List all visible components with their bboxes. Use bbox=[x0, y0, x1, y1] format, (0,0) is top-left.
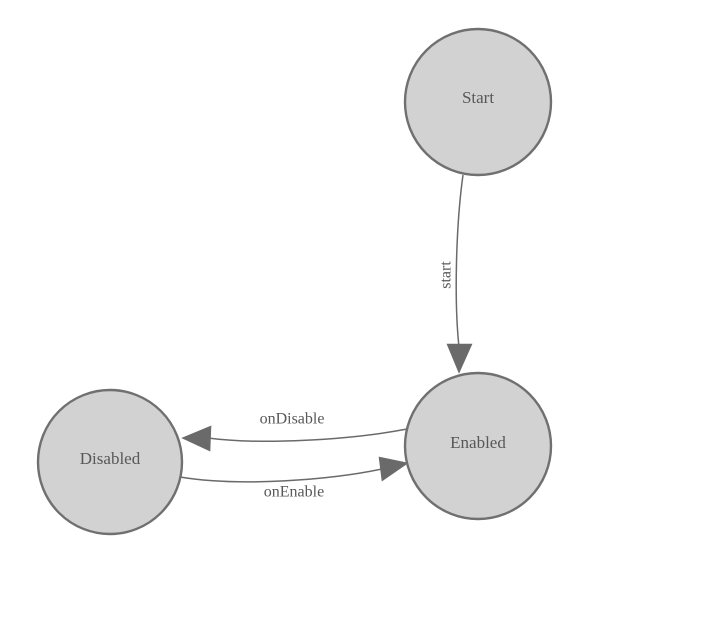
edge-start-to-enabled[interactable]: start bbox=[438, 174, 473, 374]
edge-enabled-to-disabled-arrowhead bbox=[181, 425, 212, 452]
edge-label-onenable: onEnable bbox=[264, 484, 324, 501]
node-start-circle[interactable] bbox=[403, 27, 553, 177]
edge-disabled-to-enabled-arrowhead bbox=[378, 456, 409, 482]
edge-enabled-to-disabled[interactable]: onDisable bbox=[181, 411, 408, 452]
node-enabled-circle[interactable] bbox=[403, 371, 553, 521]
edge-start-to-enabled-arrowhead bbox=[446, 343, 473, 374]
edge-enabled-to-disabled-path bbox=[207, 428, 408, 442]
node-start[interactable]: Start bbox=[403, 27, 553, 177]
node-enabled[interactable]: Enabled bbox=[403, 371, 553, 521]
edge-disabled-to-enabled-path bbox=[179, 468, 383, 483]
node-disabled-circle[interactable] bbox=[36, 388, 184, 536]
edge-label-start: start bbox=[438, 261, 455, 289]
edge-disabled-to-enabled[interactable]: onEnable bbox=[179, 456, 409, 501]
node-disabled[interactable]: Disabled bbox=[36, 388, 184, 536]
edge-label-ondisable: onDisable bbox=[260, 411, 325, 428]
edge-start-to-enabled-path bbox=[455, 174, 464, 348]
